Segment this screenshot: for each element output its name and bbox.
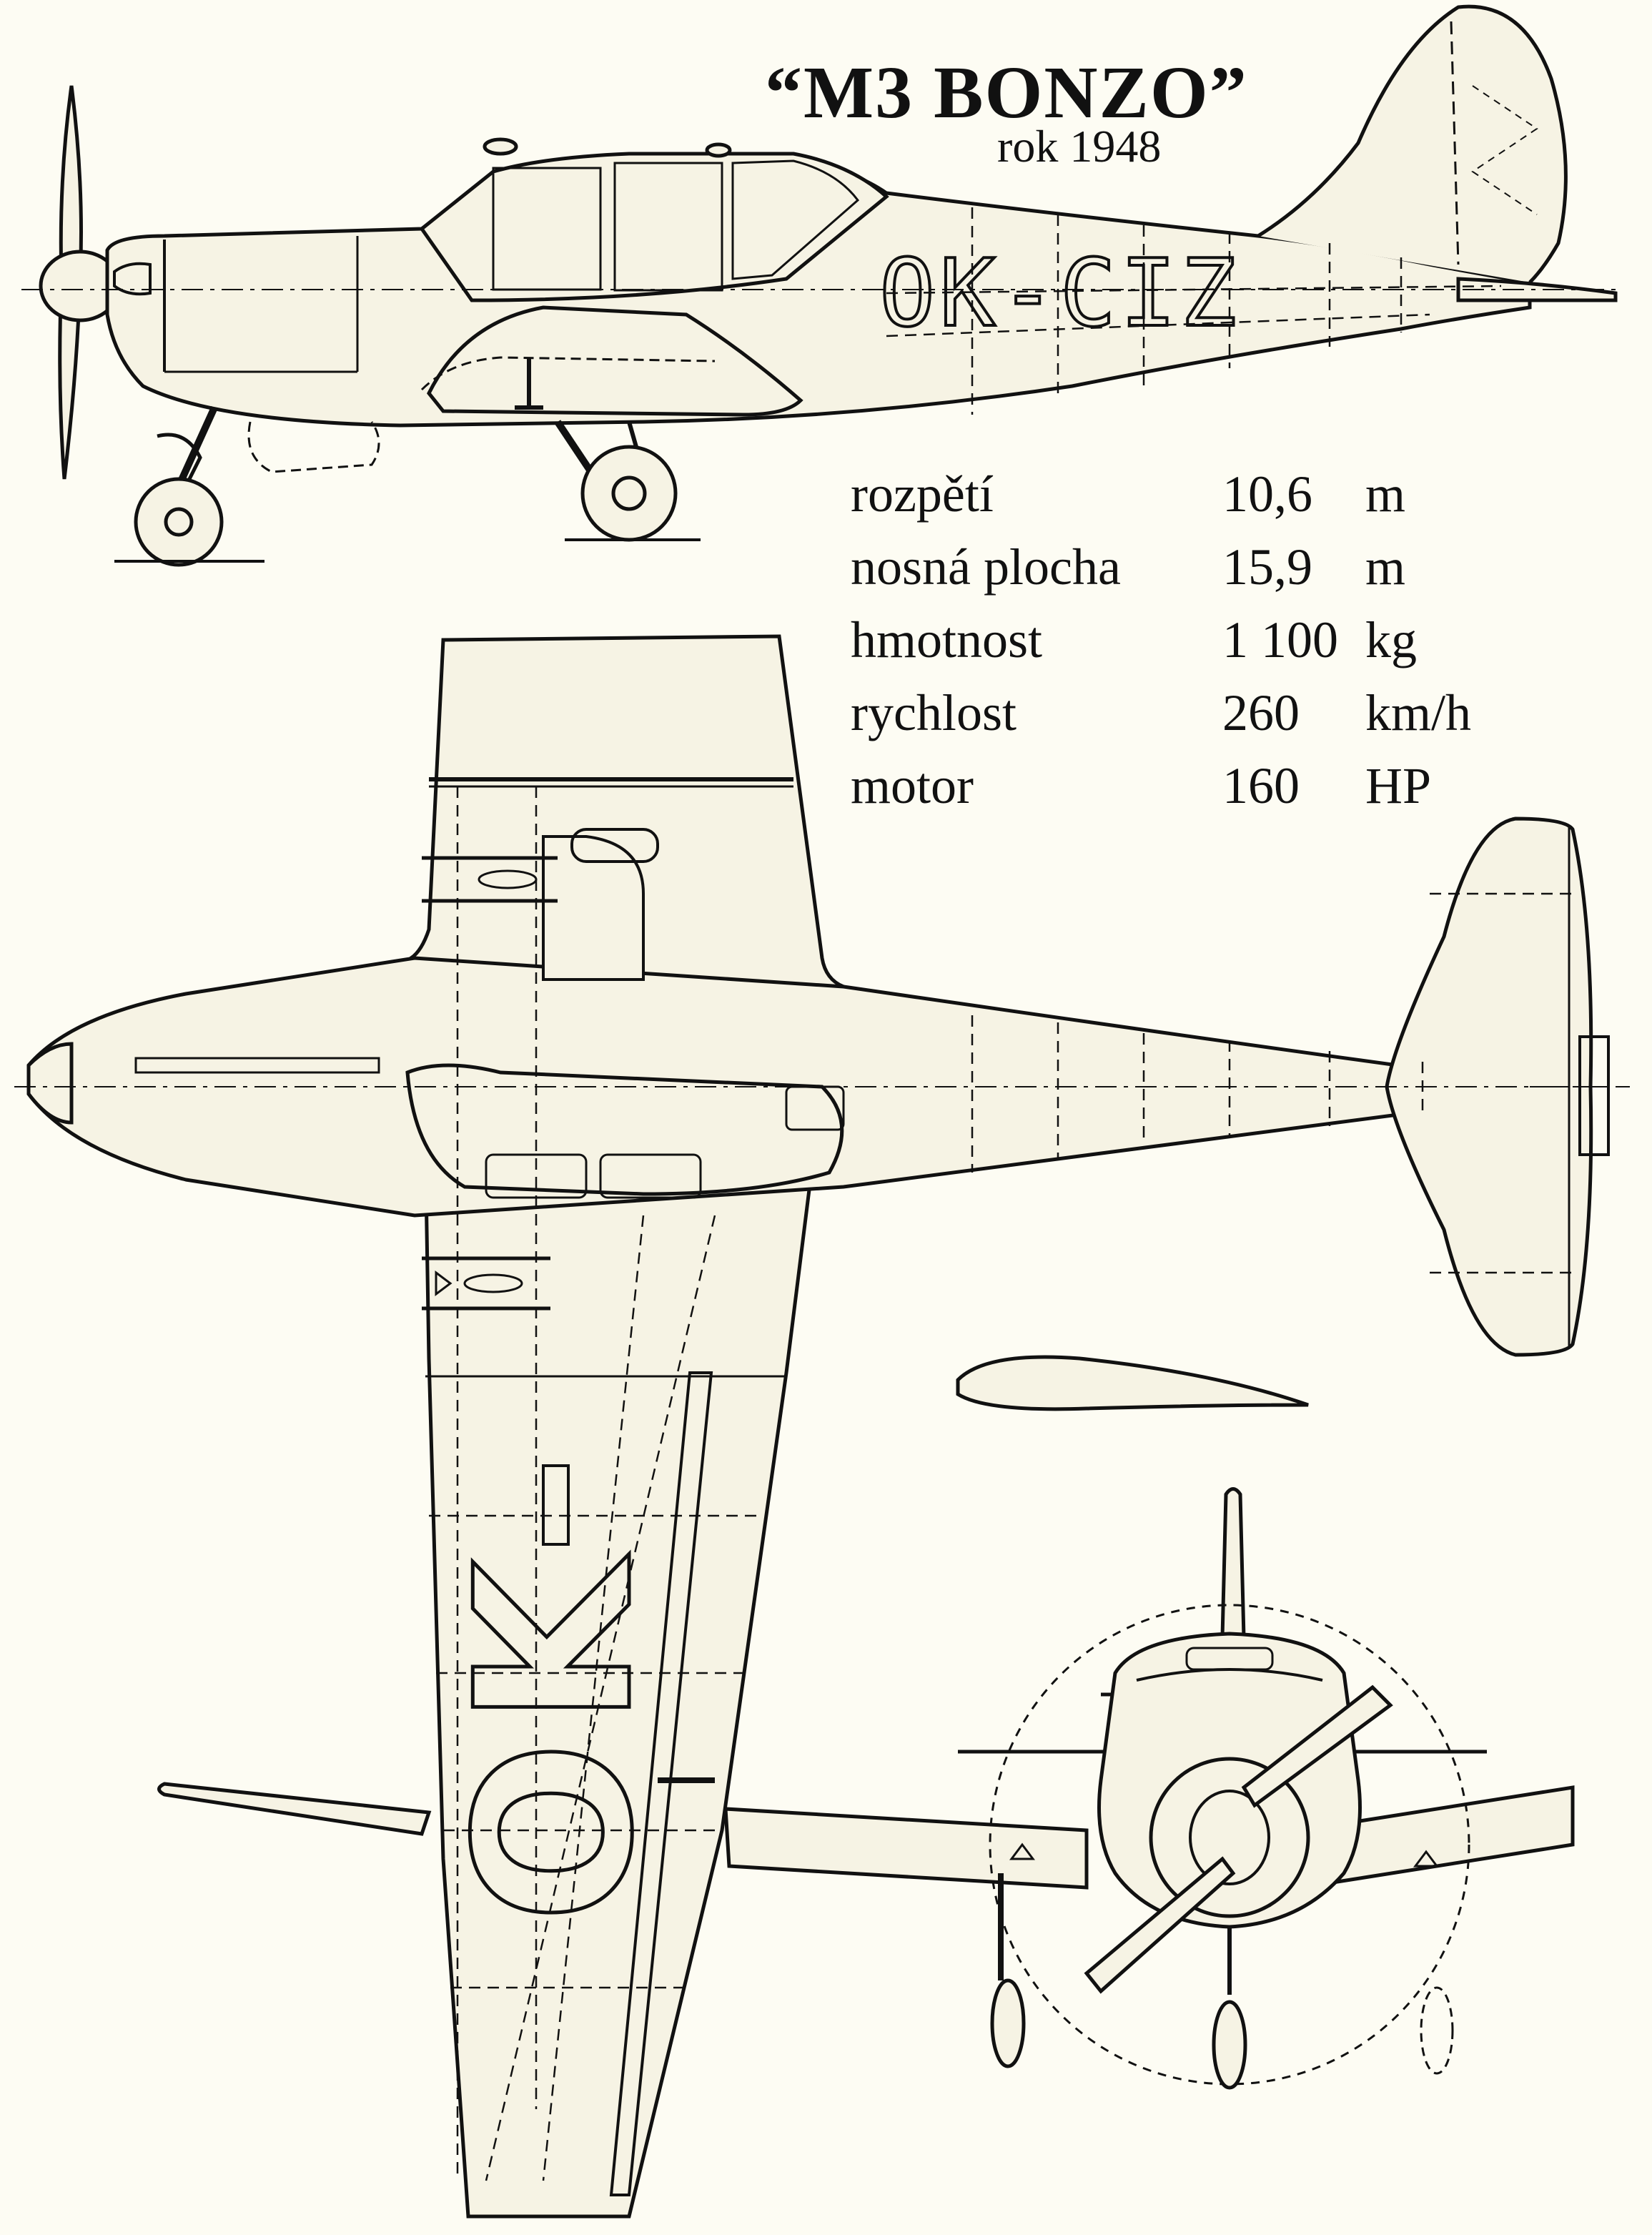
top-stabilizer — [1385, 816, 1593, 1357]
front-propeller — [1084, 1684, 1393, 1994]
spec-value: 260 — [1222, 684, 1300, 741]
side-wing-root — [427, 305, 803, 417]
spec-value: 15,9 — [1222, 538, 1312, 596]
side-nose-gear — [134, 405, 380, 567]
spec-unit: m — [1365, 465, 1406, 523]
spec-unit: kg — [1365, 611, 1417, 668]
top-view: OK — [14, 634, 1630, 2219]
spec-label: motor — [851, 757, 974, 814]
page-subtitle: rok 1948 — [997, 121, 1162, 172]
page-title: “M3 BONZO” — [765, 51, 1248, 134]
spec-unit: HP — [1365, 757, 1432, 814]
top-structure-lines — [429, 786, 1573, 2181]
side-canopy — [419, 152, 889, 302]
spec-value: 10,6 — [1222, 465, 1312, 523]
front-gear — [990, 1873, 1454, 2090]
wing-registration: OK — [430, 1546, 680, 1924]
spec-value: 160 — [1222, 757, 1300, 814]
side-view: OK-CIZ — [21, 4, 1618, 567]
spec-value: 1 100 — [1222, 611, 1338, 668]
airfoil-section — [956, 1355, 1309, 1411]
spec-label: nosná plocha — [851, 538, 1121, 596]
top-canopy — [405, 1063, 844, 1196]
front-wing — [723, 1807, 1089, 1890]
side-main-gear — [554, 420, 678, 542]
spec-label: rozpětí — [851, 465, 994, 523]
spec-label: rychlost — [851, 684, 1017, 741]
side-fin — [1257, 4, 1568, 284]
spec-unit: km/h — [1365, 684, 1472, 741]
pitot-tube — [157, 1782, 432, 1836]
spec-label: hmotnost — [851, 611, 1043, 668]
front-fin — [1220, 1487, 1246, 1639]
spec-unit: m — [1365, 538, 1406, 596]
front-view — [723, 1487, 1575, 2090]
side-stabilizer — [1456, 277, 1618, 302]
side-registration: OK-CIZ — [879, 239, 1241, 347]
